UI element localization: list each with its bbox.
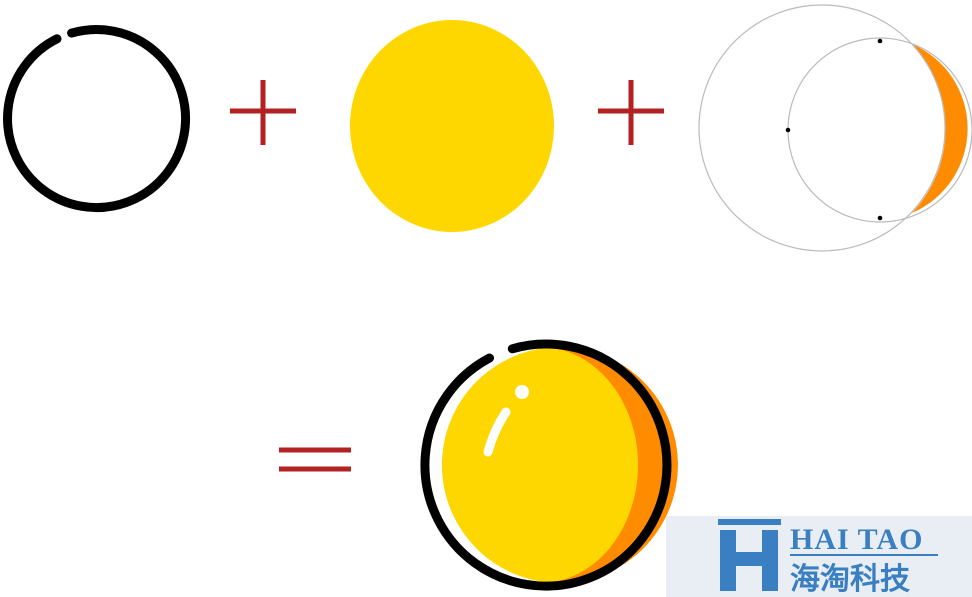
anchor-point-top bbox=[878, 39, 883, 44]
result-yellow-body bbox=[442, 347, 638, 583]
outline-ring-icon bbox=[8, 30, 186, 208]
watermark-cjk-text: 海淘科技 bbox=[790, 562, 910, 597]
watermark-latin-text: HAI TAO bbox=[790, 523, 923, 556]
yellow-fill-part bbox=[350, 20, 554, 232]
outline-ring-part bbox=[8, 30, 186, 208]
anchor-point-left bbox=[786, 128, 791, 133]
equals-operator bbox=[279, 450, 351, 469]
plus-operator-2 bbox=[598, 80, 664, 145]
watermark-divider bbox=[790, 554, 938, 556]
anchor-point-bottom bbox=[878, 216, 883, 221]
watermark: HAI TAO 海淘科技 bbox=[666, 516, 972, 597]
highlight-dot bbox=[515, 385, 529, 399]
yellow-circle-icon bbox=[350, 20, 554, 232]
plus-operator-1 bbox=[230, 80, 296, 145]
result-icon bbox=[425, 344, 678, 586]
crescent-construction-part bbox=[699, 5, 972, 251]
orange-crescent-icon bbox=[912, 44, 968, 213]
